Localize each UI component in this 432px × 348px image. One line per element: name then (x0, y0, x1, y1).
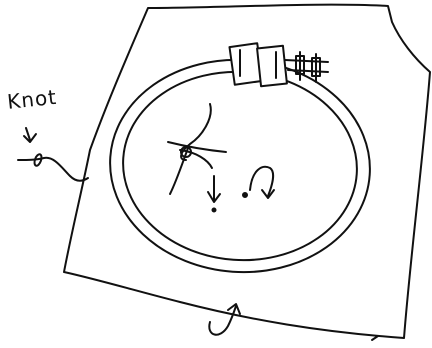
thread-strands (168, 104, 226, 194)
down-arrow-icon (208, 176, 220, 212)
fabric-outline (64, 5, 430, 338)
loop-arrow-icon (243, 167, 274, 198)
corner-mark (372, 336, 378, 340)
hoop-outer-ring (103, 51, 377, 281)
rotate-arrow-icon (209, 304, 240, 335)
knot-marker (18, 128, 88, 181)
hoop-clamp (229, 43, 328, 86)
hoop-inner-ring (117, 64, 364, 268)
